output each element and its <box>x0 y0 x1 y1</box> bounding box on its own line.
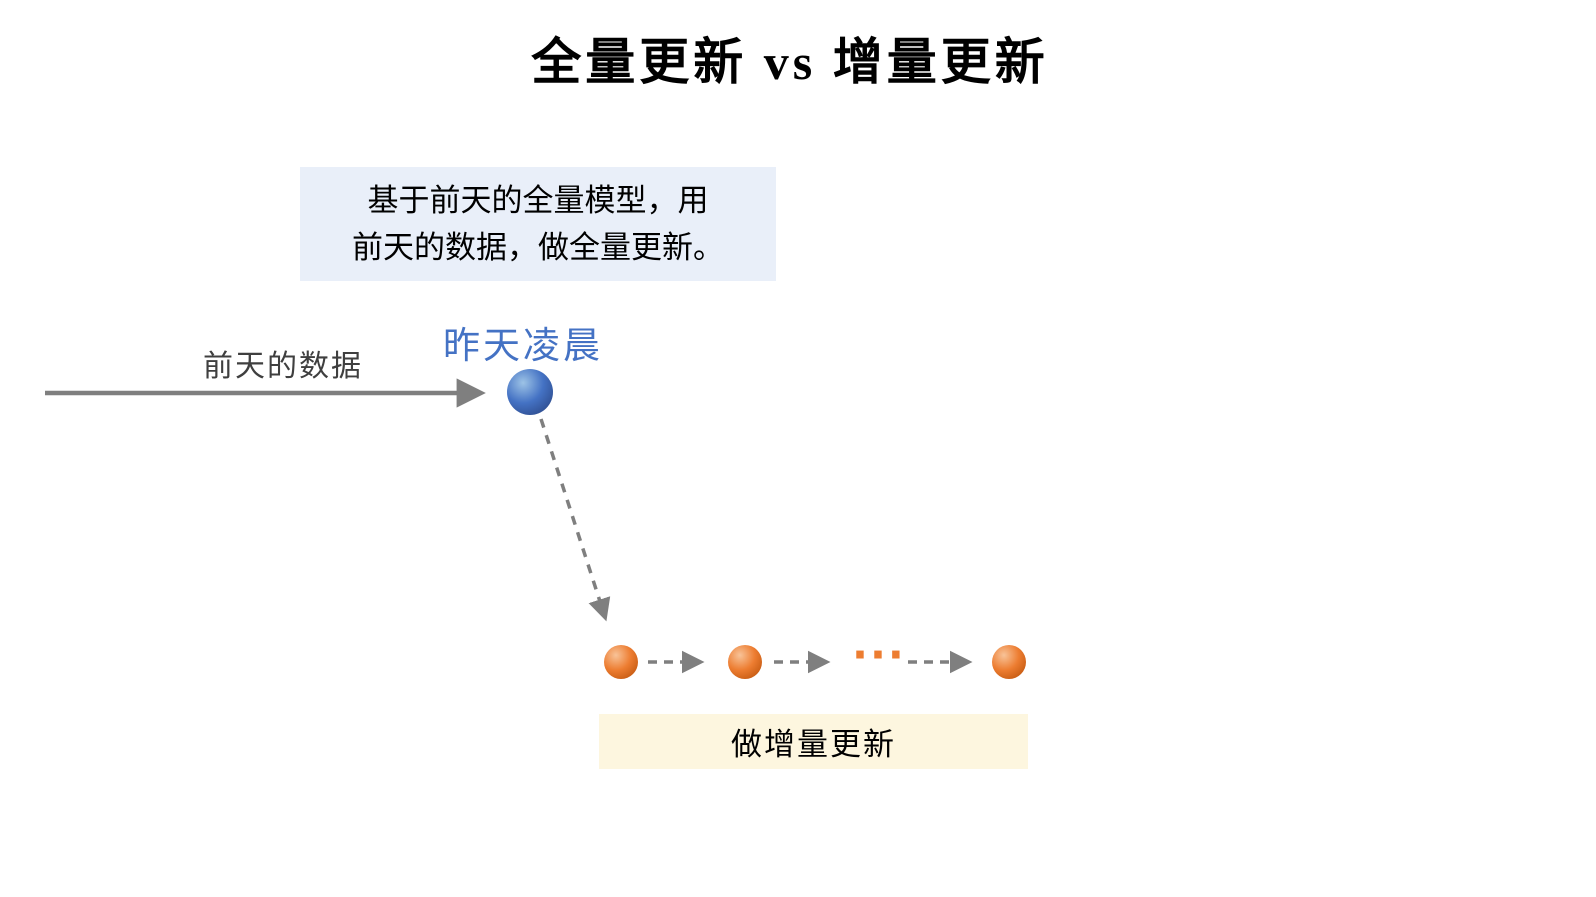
blue-node-yesterday-dawn <box>507 369 553 415</box>
orange-node-3 <box>992 645 1026 679</box>
full-update-note-line-1: 基于前天的全量模型，用 <box>367 183 709 218</box>
label-day-before-data: 前天的数据 <box>203 350 363 383</box>
label-yesterday-dawn: 昨天凌晨 <box>443 326 603 367</box>
orange-node-1 <box>604 645 638 679</box>
incremental-update-box: 做增量更新 <box>599 714 1028 769</box>
incremental-update-label: 做增量更新 <box>731 727 896 762</box>
dashed-arrow-full-to-incremental <box>539 418 611 622</box>
full-update-note-line-2: 前天的数据，做全量更新。 <box>352 230 724 265</box>
full-update-note-box: 基于前天的全量模型，用 前天的数据，做全量更新。 <box>300 167 776 281</box>
ellipsis-dots: ··· <box>852 630 906 679</box>
orange-node-2 <box>728 645 762 679</box>
page-title: 全量更新 vs 增量更新 <box>531 34 1049 90</box>
